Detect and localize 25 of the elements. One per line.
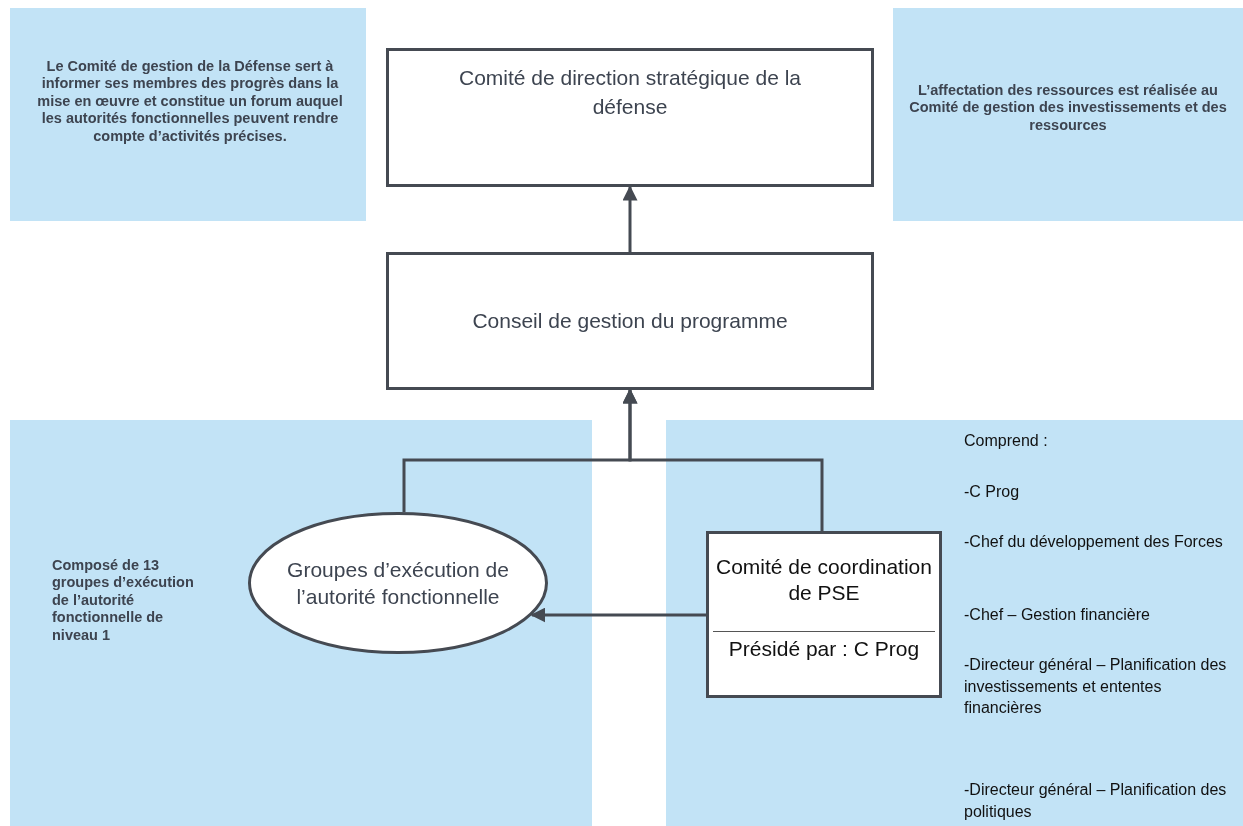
arrow: [622, 388, 824, 531]
list-item: -Chef – Gestion financière: [964, 605, 1151, 625]
ellipse-label: Groupes d’exécution de l’autorité fonctionnelle: [286, 556, 510, 610]
note-text: L’affectation des ressources est réalisée au Comité de gestion des investissements et des ressources: [908, 82, 1228, 135]
arrow: [530, 607, 706, 623]
box-label: Comité de coordination de PSE: [715, 554, 933, 607]
list-item: -Directeur général – Planification des politiques: [964, 780, 1228, 822]
list-item: -Directeur général – Planification des investissements et ententes financières: [964, 655, 1228, 719]
list-item: -Chef du développement des Forces: [964, 532, 1224, 552]
note-panel: [666, 420, 1243, 826]
chair-label: Présidé par : C Prog: [713, 630, 935, 662]
group-ellipse: [248, 512, 548, 654]
note-text: Composé de 13 groupes d’exécution de l’autorité fonctionnelle de niveau 1: [52, 557, 195, 644]
note-panel: [10, 420, 592, 826]
committee-box: [706, 531, 942, 698]
arrow: [622, 185, 638, 252]
process-box: [386, 252, 874, 390]
process-box: [386, 48, 874, 187]
box-label: Conseil de gestion du programme: [472, 307, 788, 334]
note-panel: [10, 8, 366, 221]
note-panel: [893, 8, 1243, 221]
list-item: -C Prog: [964, 482, 1021, 502]
note-text: Le Comité de gestion de la Défense sert à informer ses membres des progrès dans la mise en œuvre et constitue un forum auquel les autorités fonctionnelles peuvent rendre compte d’activités précises.: [36, 58, 344, 145]
list-heading: Comprend :: [964, 431, 1049, 451]
box-label: Comité de direction stratégique de la défense: [458, 65, 802, 120]
